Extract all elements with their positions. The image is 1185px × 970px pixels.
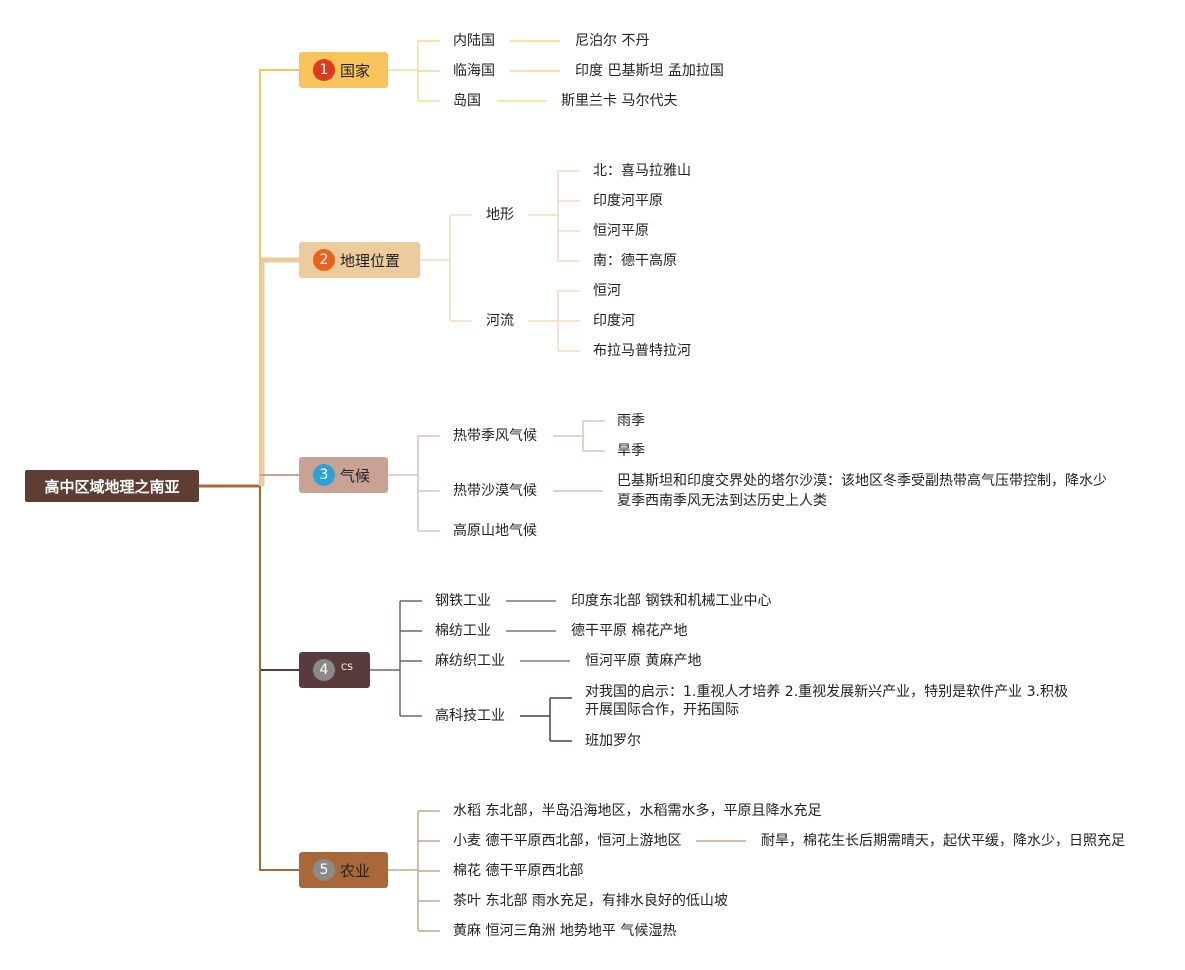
country-island-value[interactable]: 斯里兰卡 马尔代夫 [561,93,678,109]
branch-label: CS [341,663,353,673]
hightech-insight[interactable]: 对我国的启示：1.重视人才培养 2.重视发展新兴产业，特别是软件产业 3.积极开… [585,684,1068,718]
terrain-item[interactable]: 恒河平原 [593,223,649,239]
industry-cotton-value[interactable]: 德干平原 棉花产地 [571,623,688,639]
location-terrain[interactable]: 地形 [486,207,514,223]
branch-agriculture[interactable]: 5 农业 [299,852,388,888]
terrain-item[interactable]: 南：德干高原 [593,253,677,269]
branch-label: 农业 [340,861,371,880]
river-item[interactable]: 布拉马普特拉河 [593,343,691,359]
country-coastal-value[interactable]: 印度 巴基斯坦 孟加拉国 [575,63,724,79]
agri-rice[interactable]: 水稻 东北部，半岛沿海地区，水稻需水多，平原且降水充足 [453,803,822,819]
branch1-connector [259,69,299,486]
industry-jute[interactable]: 麻纺织工业 [435,653,505,669]
number-badge-5: 5 [313,859,335,881]
agri-cotton[interactable]: 棉花 德干平原西北部 [453,863,584,879]
country-landlocked[interactable]: 内陆国 [453,33,495,49]
root-topic[interactable]: 高中区域地理之南亚 [25,470,199,502]
monsoon-dry-season[interactable]: 旱季 [617,443,645,459]
country-coastal[interactable]: 临海国 [453,63,495,79]
number-badge-2: 2 [313,249,335,271]
branch2-connector [259,257,299,486]
agri-wheat[interactable]: 小麦 德干平原西北部，恒河上游地区 [453,833,682,849]
branch-industry[interactable]: 4 CS [299,652,370,688]
industry-steel[interactable]: 钢铁工业 [435,593,491,609]
terrain-item[interactable]: 北：喜马拉雅山 [593,163,691,179]
river-item[interactable]: 印度河 [593,313,635,329]
branch-label: 地理位置 [340,251,401,270]
country-landlocked-value[interactable]: 尼泊尔 不丹 [575,33,650,49]
branch-label: 国家 [340,61,371,80]
river-item[interactable]: 恒河 [593,283,621,299]
monsoon-rainy-season[interactable]: 雨季 [617,413,645,429]
agri-jute[interactable]: 黄麻 恒河三角洲 地势地平 气候湿热 [453,923,677,939]
number-badge-1: 1 [313,59,335,81]
branch-label: 气候 [340,466,371,485]
branch-location[interactable]: 2 地理位置 [299,242,420,278]
industry-cotton[interactable]: 棉纺工业 [435,623,491,639]
climate-highland[interactable]: 高原山地气候 [453,523,537,539]
agri-tea[interactable]: 茶叶 东北部 雨水充足，有排水良好的低山坡 [453,893,728,909]
industry-hightech[interactable]: 高科技工业 [435,708,505,724]
location-river[interactable]: 河流 [486,313,514,329]
branch-climate[interactable]: 3 气候 [299,457,388,493]
terrain-item[interactable]: 印度河平原 [593,193,663,209]
desert-description-line2[interactable]: 夏季西南季风无法到达历史上人类 [617,493,827,509]
country-island[interactable]: 岛国 [453,93,481,109]
branch4-connector [259,486,299,671]
number-badge-3: 3 [313,464,335,486]
number-badge-4: 4 [313,659,335,681]
hightech-bangalore[interactable]: 班加罗尔 [585,733,641,749]
branch-country[interactable]: 1 国家 [299,52,388,88]
climate-monsoon[interactable]: 热带季风气候 [453,428,537,444]
branch5-connector [259,486,299,871]
climate-desert[interactable]: 热带沙漠气候 [453,483,537,499]
industry-steel-value[interactable]: 印度东北部 钢铁和机械工业中心 [571,593,772,609]
agri-wheat-value[interactable]: 耐旱，棉花生长后期需晴天，起伏平缓，降水少，日照充足 [761,833,1125,849]
desert-description-line1[interactable]: 巴基斯坦和印度交界处的塔尔沙漠：该地区冬季受副热带高气压带控制，降水少 [617,473,1107,489]
industry-jute-value[interactable]: 恒河平原 黄麻产地 [585,653,702,669]
